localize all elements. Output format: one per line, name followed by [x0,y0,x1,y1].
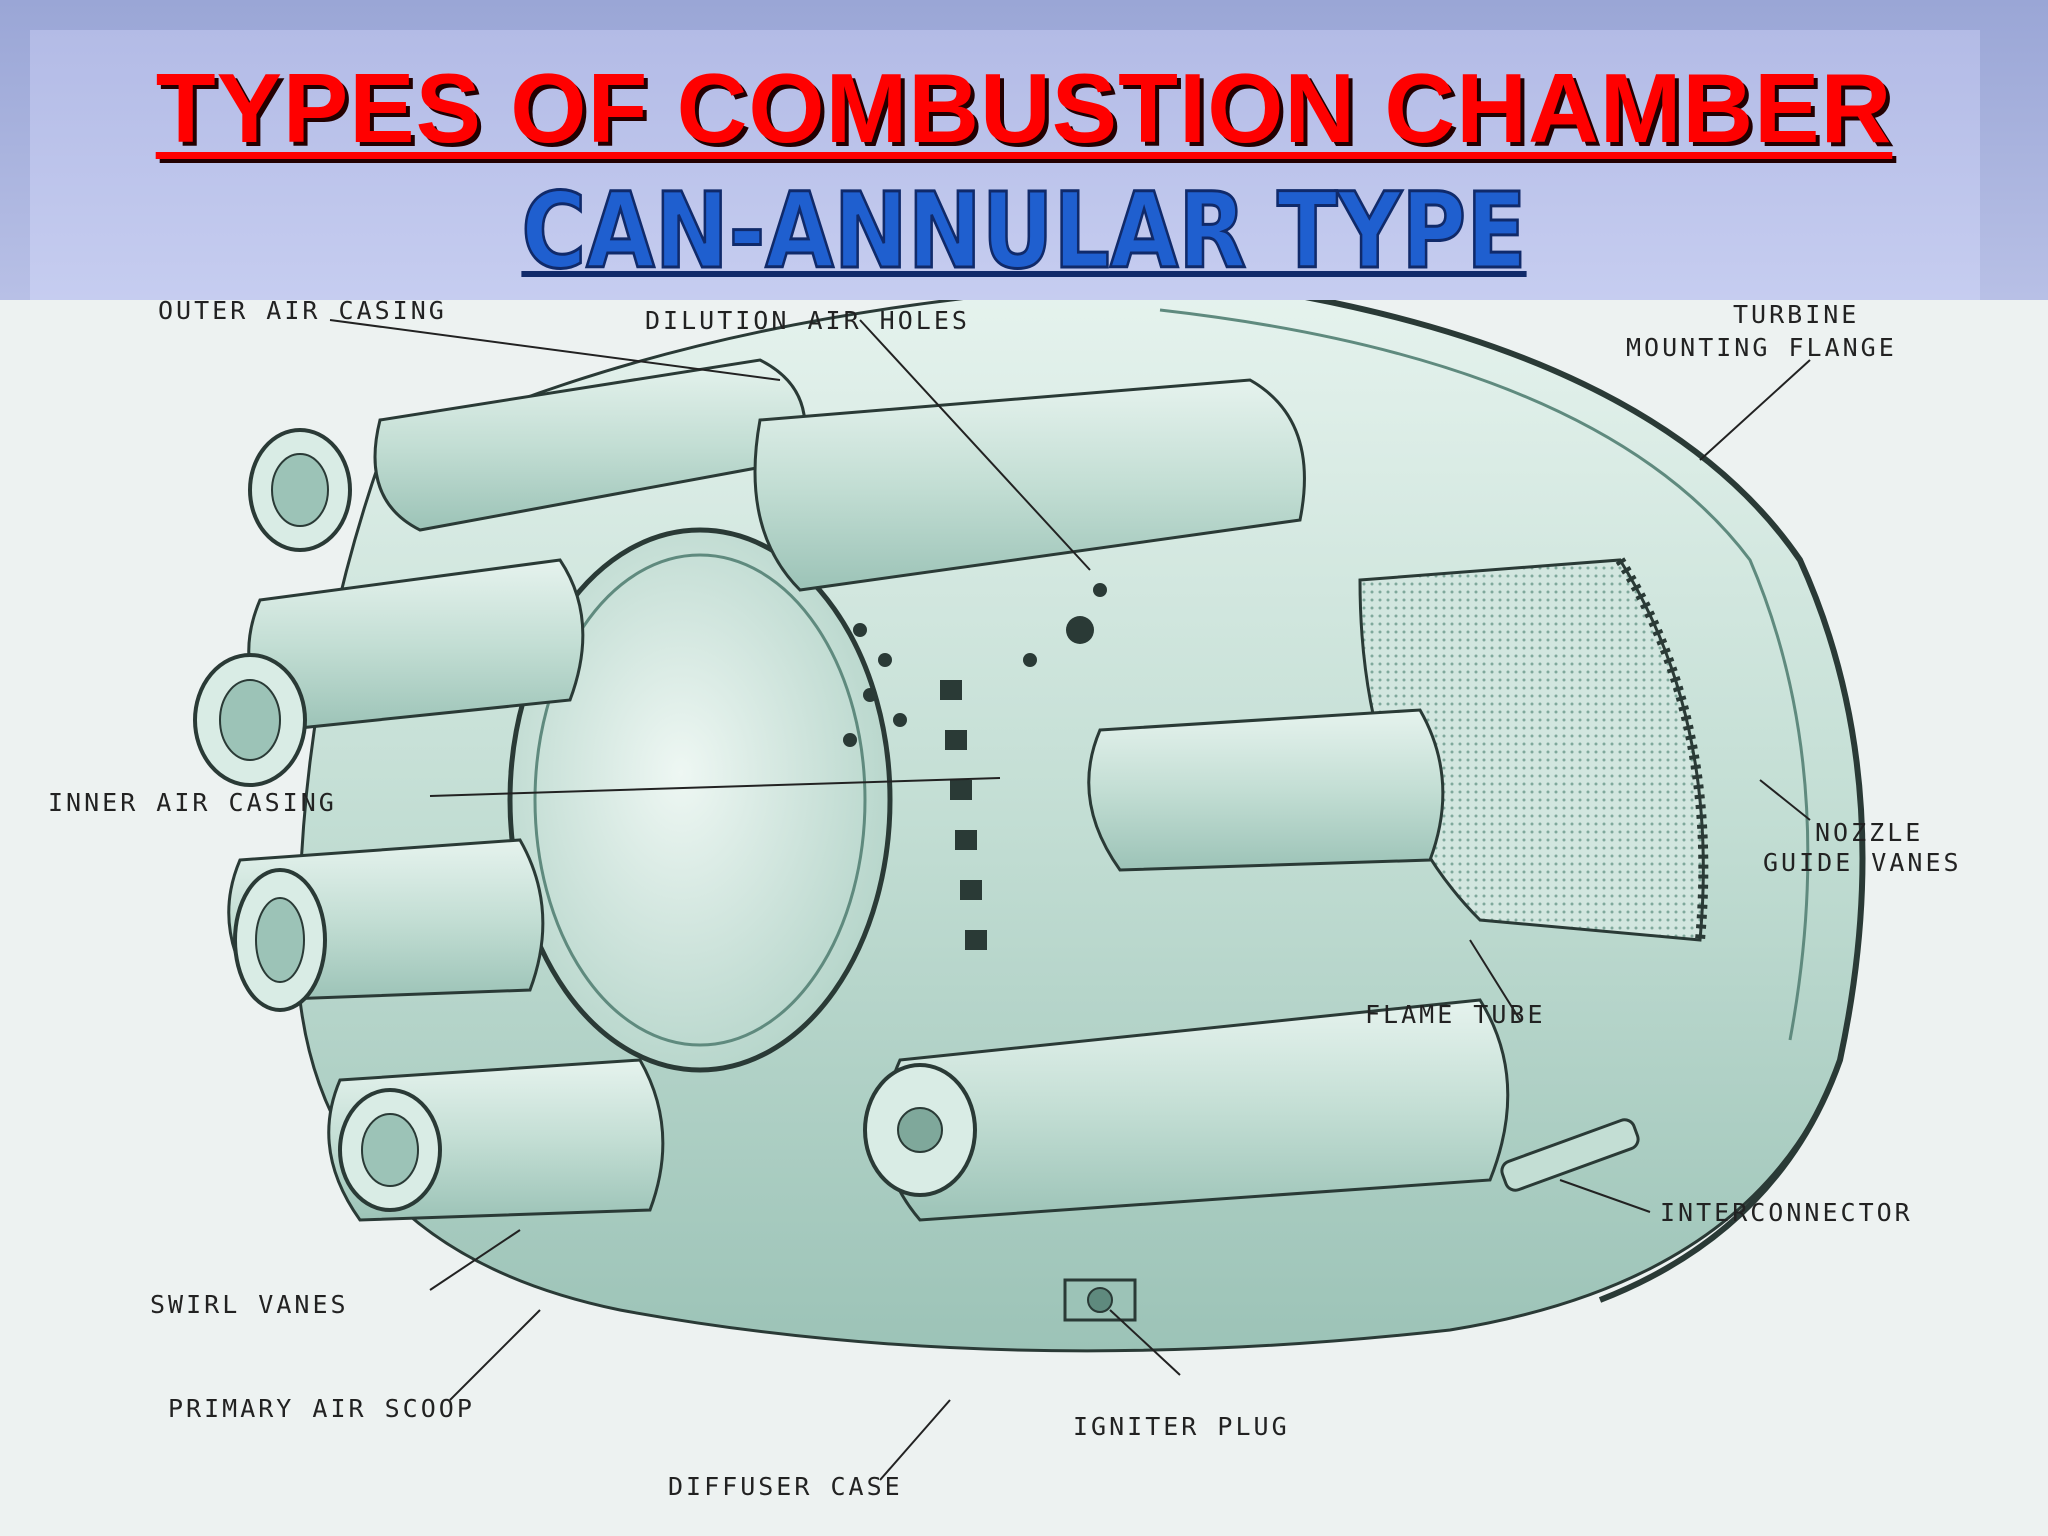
label-mounting-flange: MOUNTING FLANGE [1626,333,1897,362]
combustion-chamber-diagram [193,300,1866,1481]
label-primary-air-scoop: PRIMARY AIR SCOOP [168,1394,475,1423]
label-inner-air-casing: INNER AIR CASING [48,788,337,817]
slide-subtitle: CAN-ANNULAR TYPE [520,169,1528,294]
title-panel [30,30,1980,300]
label-outer-air-casing: OUTER AIR CASING [158,296,447,325]
label-dilution-air-holes: DILUTION AIR HOLES [645,306,970,335]
igniter-plug [1063,1278,1137,1322]
label-guide-vanes: GUIDE VANES [1763,848,1962,877]
dilution-holes [843,583,1107,747]
interconnector [1500,1118,1640,1192]
slide-title: TYPES OF COMBUSTION CHAMBER [155,53,1893,163]
label-swirl-vanes: SWIRL VANES [150,1290,349,1319]
label-igniter-plug: IGNITER PLUG [1073,1412,1290,1441]
leader-lines [329,319,1811,1481]
label-turbine: TURBINE [1733,300,1860,329]
primary-air-scoops [193,428,977,1212]
inner-air-casing [507,527,987,1073]
label-interconnector: INTERCONNECTOR [1660,1198,1913,1227]
label-nozzle: NOZZLE [1815,818,1924,847]
label-diffuser-case: DIFFUSER CASE [668,1472,903,1501]
label-flame-tube: FLAME TUBE [1365,1000,1546,1029]
